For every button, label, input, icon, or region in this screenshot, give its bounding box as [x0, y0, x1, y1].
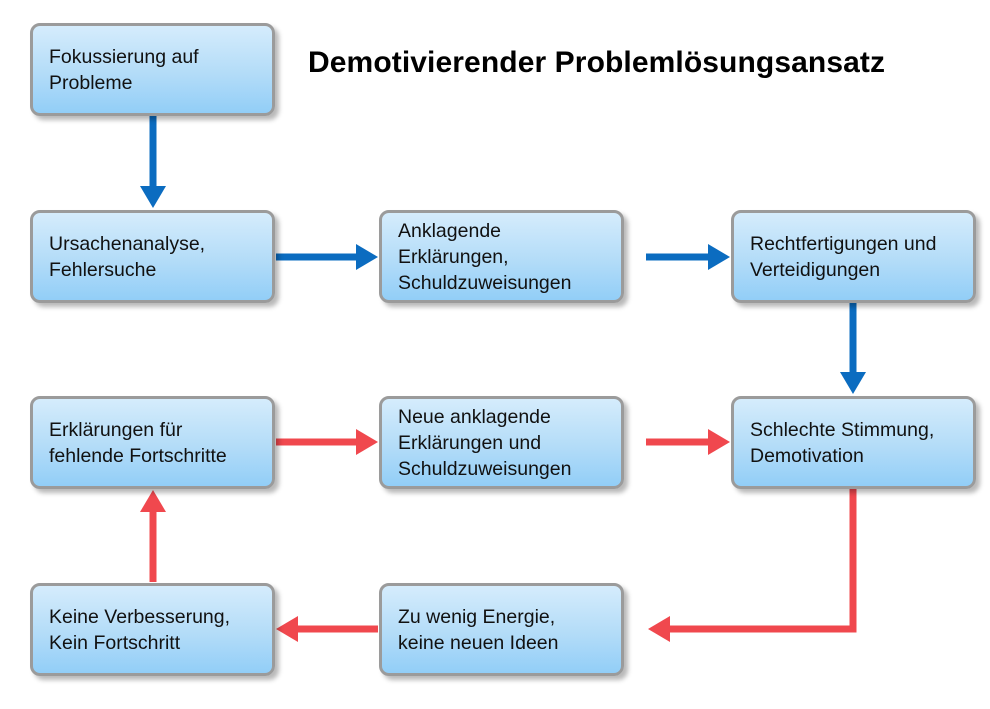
node-label: Keine Verbesserung, Kein Fortschritt	[49, 605, 231, 654]
node-keine-verbesserung: Keine Verbesserung, Kein Fortschritt	[30, 583, 275, 676]
arrow-fokussierung-to-ursachenanalyse	[140, 116, 166, 208]
node-label: Neue anklagende Erklärungen und Schuldzu…	[398, 405, 572, 480]
node-label: Ursachenanalyse, Fehlersuche	[49, 232, 206, 281]
node-neue-anklagende: Neue anklagende Erklärungen und Schuldzu…	[379, 396, 624, 489]
node-rechtfertigungen: Rechtfertigungen und Verteidigungen	[731, 210, 976, 303]
arrow-ursachenanalyse-to-anklagende	[276, 244, 378, 270]
node-ursachenanalyse: Ursachenanalyse, Fehlersuche	[30, 210, 275, 303]
node-label: Erklärungen für fehlende Fortschritte	[49, 418, 227, 467]
arrow-energie-to-keine-verbesserung	[276, 616, 378, 642]
node-stimmung: Schlechte Stimmung, Demotivation	[731, 396, 976, 489]
arrow-neue-anklagende-to-stimmung	[646, 429, 730, 455]
node-label: Fokussierung auf Probleme	[49, 45, 199, 94]
node-label: Rechtfertigungen und Verteidigungen	[750, 232, 937, 281]
node-anklagende: Anklagende Erklärungen, Schuldzuweisunge…	[379, 210, 624, 303]
arrow-erklaerungen-to-neue-anklagende	[276, 429, 378, 455]
diagram-title: Demotivierender Problemlösungsansatz	[308, 46, 886, 79]
node-energie: Zu wenig Energie, keine neuen Ideen	[379, 583, 624, 676]
arrow-rechtfertigungen-to-stimmung	[840, 303, 866, 394]
node-label: Anklagende Erklärungen, Schuldzuweisunge…	[398, 219, 572, 294]
arrow-stimmung-to-energie	[648, 489, 857, 642]
arrow-keine-verbesserung-to-erklaerungen	[140, 490, 166, 582]
node-label: Zu wenig Energie, keine neuen Ideen	[398, 605, 559, 654]
arrow-anklagende-to-rechtfertigungen	[646, 244, 730, 270]
node-fokussierung: Fokussierung auf Probleme	[30, 23, 275, 116]
node-label: Schlechte Stimmung, Demotivation	[750, 418, 935, 467]
node-erklaerungen-fortschritte: Erklärungen für fehlende Fortschritte	[30, 396, 275, 489]
